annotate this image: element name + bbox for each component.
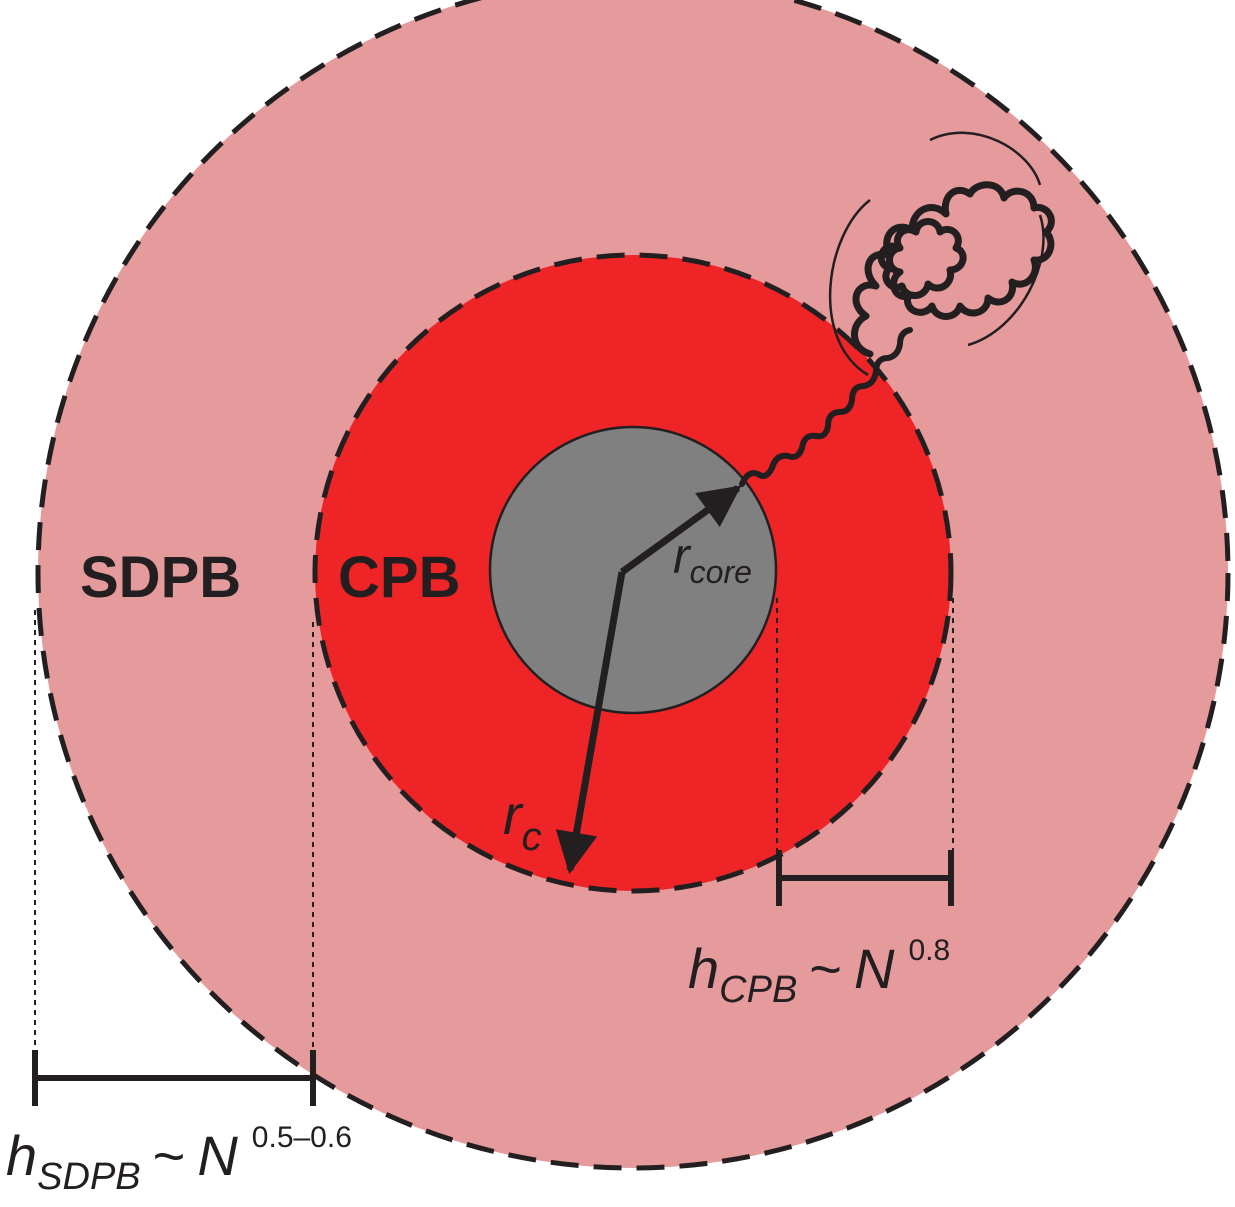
core-radius-arrow-icon	[619, 485, 742, 575]
r-c-label: rc	[503, 783, 542, 859]
r-core-label: rcore	[673, 528, 752, 590]
sdpb-thickness-bar	[32, 1050, 316, 1106]
cpb-boundary	[312, 252, 954, 894]
chain-blob-outline-left	[828, 199, 871, 377]
coiled-chain-segment	[851, 181, 1055, 358]
polymer-chain-icon	[739, 131, 1055, 487]
cpb-thickness-bar	[776, 850, 954, 906]
sdpb-label: SDPB	[80, 545, 241, 610]
chain-blob-outline-top	[929, 131, 1042, 186]
stretched-chain-segment	[739, 327, 913, 487]
cpb-radius-arrow-icon	[555, 571, 626, 875]
cpb-label: CPB	[338, 545, 460, 610]
chain-blob-outline-right	[967, 214, 1045, 347]
